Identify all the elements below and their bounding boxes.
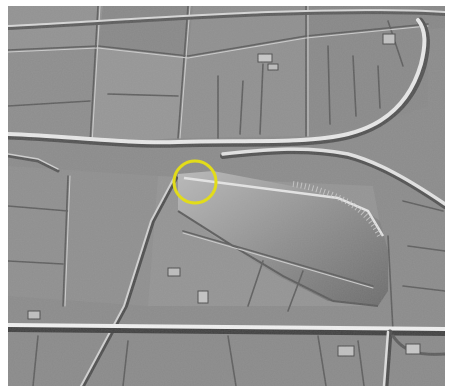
hillshade-texture xyxy=(8,6,445,386)
hillshade-map xyxy=(8,6,445,386)
site-marker-circle xyxy=(172,159,218,205)
hillshade-map-svg xyxy=(8,6,445,386)
